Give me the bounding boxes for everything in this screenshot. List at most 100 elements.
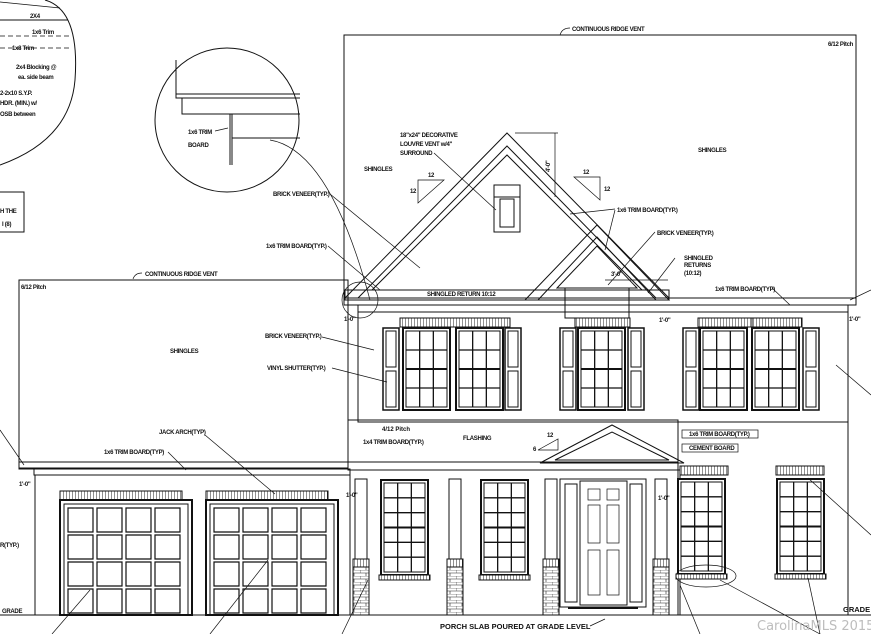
grade-label: GRADE [2, 609, 22, 615]
trim-board-label: 1x6 TRIM BOARD(TYP.) [617, 208, 678, 214]
garage-doors [59, 490, 339, 616]
flashing-label: FLASHING [463, 436, 492, 442]
louvre-keystone [493, 184, 521, 198]
louvre-label: 18"x24" DECORATIVE [400, 133, 458, 139]
note-box: H THE I (8) [0, 191, 25, 233]
window [751, 327, 800, 411]
louvre-label: SURROUND [400, 151, 433, 157]
shingles-label: SHINGLES [170, 349, 199, 355]
detail-label: BOARD [188, 143, 209, 149]
detail-label: 2X4 [30, 14, 41, 20]
edge-label: R(TYP.) [0, 543, 19, 549]
detail-label: OSB between [0, 112, 36, 118]
detail-label: 2x4 Blocking @ [16, 65, 57, 71]
shingles-label: SHINGLES [364, 167, 393, 173]
vinyl-shutter [382, 327, 400, 411]
jack-arch [205, 490, 329, 501]
dimension-label: 1'-0" [19, 482, 31, 488]
garage-roof: CONTINUOUS RIDGE VENT 6/12 Pitch SHINGLE… [18, 272, 351, 476]
upper-windows [382, 317, 820, 411]
vinyl-shutter [802, 327, 820, 411]
garage-door [59, 499, 193, 616]
dimension-label: 1'-0" [658, 496, 670, 502]
note-text: I (8) [2, 222, 11, 228]
window [380, 479, 429, 576]
trim-board-label: 1x6 TRIM BOARD(TYP) [715, 287, 775, 293]
vinyl-shutter [559, 327, 577, 411]
grade-label: GRADE [843, 605, 870, 614]
shingles-label: SHINGLES [698, 148, 727, 154]
porch-column [652, 478, 670, 616]
annotations: 18"x24" DECORATIVE LOUVRE VENT w/4" SURR… [0, 133, 871, 634]
brick-veneer-label: BRICK VENEER(TYP.) [273, 192, 330, 198]
vinyl-shutter [504, 327, 522, 411]
louvre-label: LOUVRE VENT w/4" [400, 142, 453, 148]
jack-arch-label: JACK ARCH(TYP) [159, 430, 206, 436]
porch-slab-label: PORCH SLAB POURED AT GRADE LEVEL [440, 622, 591, 631]
window [402, 327, 451, 411]
small-gable: 3'-0" [523, 224, 671, 319]
trim-board-label: 1x6 TRIM BOARD(TYP) [104, 450, 164, 456]
shingled-returns-label: RETURNS [684, 263, 711, 269]
dimension-label: 1'-0" [346, 493, 358, 499]
trim-detail-callout: 1x6 TRIM BOARD [154, 47, 371, 301]
jack-arch [399, 317, 511, 328]
detail-label: HDR. (MIN.) w/ [0, 101, 37, 107]
shingled-return-label: SHINGLED RETURN 10:12 [427, 292, 496, 298]
window [577, 327, 626, 411]
window [455, 327, 504, 411]
porch-pitch-label: 4/12 Pitch [382, 427, 410, 433]
pitch-label: 12 [410, 189, 417, 195]
jack-arch [59, 490, 183, 501]
trim-board-label: 1x6 TRIM BOARD(TYP.) [266, 244, 327, 250]
pitch-label: 12 [428, 173, 435, 179]
dimension-label: 4'-0" [546, 160, 552, 172]
note-text: H THE [0, 209, 17, 215]
garage-door [205, 499, 339, 616]
dimension-label: 1'-0" [849, 317, 861, 323]
porch-column [446, 478, 464, 616]
window [677, 478, 726, 575]
jack-arch [751, 317, 803, 328]
pitch-label: 12 [583, 170, 590, 176]
second-floor [357, 304, 849, 423]
louvre-vent [499, 198, 515, 228]
porch-column [542, 478, 560, 616]
ridge-vent-label: CONTINUOUS RIDGE VENT [145, 272, 218, 278]
roof-pitch-label: 6/12 Pitch [21, 285, 47, 291]
lower-windows [378, 465, 827, 581]
jack-arch [775, 465, 825, 476]
detail-label: 1x8 Trim [12, 46, 34, 52]
pitch-label: 12 [547, 433, 554, 439]
jack-arch [679, 465, 729, 476]
trim-board-label: 1x6 TRIM BOARD(TYP.) [689, 432, 750, 438]
shingled-returns-label: SHINGLED [684, 256, 714, 262]
vinyl-shutter-label: VINYL SHUTTER(TYP.) [267, 366, 326, 372]
brick-veneer-label: BRICK VENEER(TYP.) [657, 231, 714, 237]
jack-arch [697, 317, 754, 328]
window [776, 478, 825, 575]
vinyl-shutter [682, 327, 700, 411]
brick-veneer-label: BRICK VENEER(TYP.) [265, 334, 322, 340]
ridge-vent-label: CONTINUOUS RIDGE VENT [572, 27, 645, 33]
framing-detail-callout: 2X4 1x6 Trim 1x8 Trim 2x4 Blocking @ ea.… [0, 0, 77, 166]
trim-board-label: 1x4 TRIM BOARD(TYP.) [363, 440, 424, 446]
shingled-returns-label: (10:12) [684, 271, 702, 277]
detail-label: ea. side beam [18, 75, 53, 81]
roof-pitch-label: 6/12 Pitch [828, 42, 854, 48]
watermark: CarolinaMLS 2015 [757, 619, 871, 634]
jack-arch [574, 317, 631, 328]
window [699, 327, 748, 411]
detail-label: 1x6 TRIM [188, 130, 212, 136]
cement-board-label: CEMENT BOARD [689, 446, 735, 452]
dimension-label: 1'-0" [659, 318, 671, 324]
porch-roof: 4/12 Pitch 1x4 TRIM BOARD(TYP.) FLASHING… [347, 419, 685, 471]
pitch-label: 12 [604, 187, 611, 193]
front-door [559, 478, 647, 609]
window [480, 479, 529, 576]
vinyl-shutter [627, 327, 645, 411]
detail-label: 1x6 Trim [32, 30, 54, 36]
dimension-label: 1'-0" [344, 317, 356, 323]
pitch-label: 6 [533, 447, 537, 453]
